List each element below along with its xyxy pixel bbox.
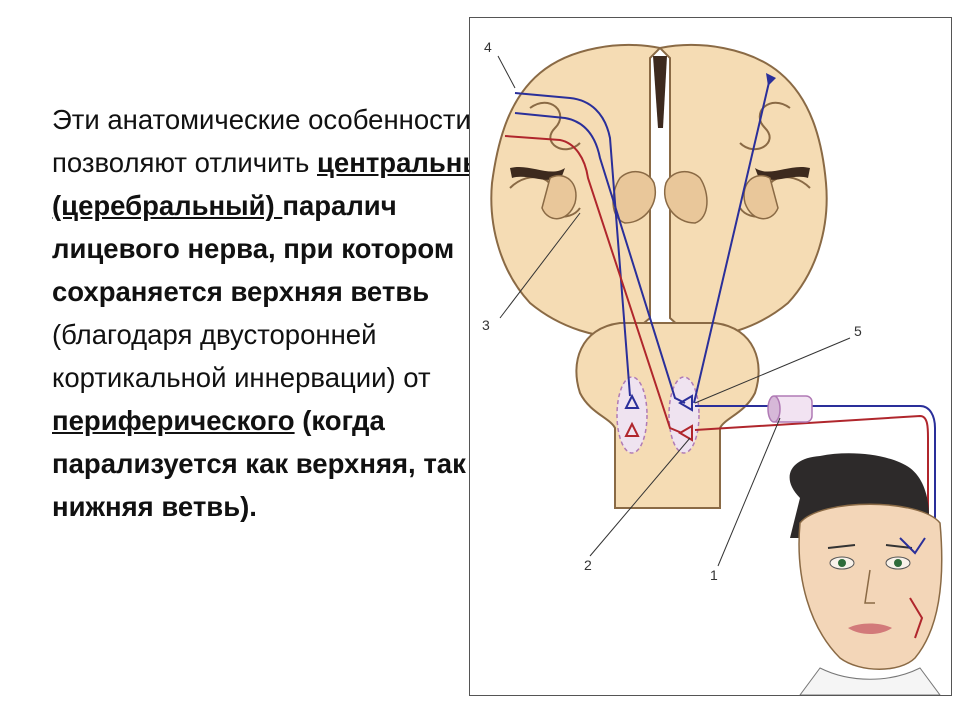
- face-illustration: [789, 453, 943, 695]
- label-3: 3: [482, 317, 490, 333]
- text-intro: Эти анатомические особенности позволяют …: [52, 104, 471, 178]
- facial-nerve-figure: 4 3 5 1 2: [469, 17, 952, 696]
- label-2: 2: [584, 557, 592, 573]
- label-1: 1: [710, 567, 718, 583]
- slide-text: Эти анатомические особенности позволяют …: [52, 98, 522, 528]
- text-central-description: паралич лицевого нерва, при котором сохр…: [52, 190, 455, 307]
- nerve-pathways: [497, 55, 936, 618]
- text-peripheral-term: периферического: [52, 405, 295, 436]
- label-5: 5: [854, 323, 862, 339]
- label-4: 4: [484, 39, 492, 55]
- text-bilateral-note: (благодаря двусторонней кортикальной инн…: [52, 319, 431, 393]
- facial-nuclei: [616, 376, 700, 454]
- brain-illustration: [490, 44, 828, 509]
- text-peripheral-description: (когда парализуется как верхняя, так и н…: [52, 405, 491, 522]
